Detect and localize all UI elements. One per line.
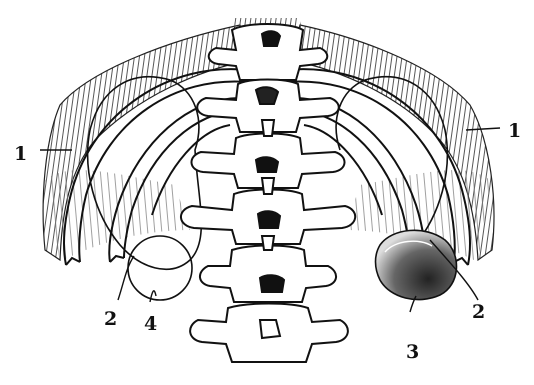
label-2-left: 2 — [104, 308, 117, 330]
label-3: 3 — [406, 341, 419, 363]
label-2-right: 2 — [472, 301, 485, 323]
label-4: 4 — [144, 313, 157, 335]
label-1-right: 1 — [508, 120, 521, 142]
vertebral-column — [181, 24, 355, 362]
kidney-lower-pole — [376, 230, 457, 299]
label-1-left: 1 — [14, 143, 27, 165]
